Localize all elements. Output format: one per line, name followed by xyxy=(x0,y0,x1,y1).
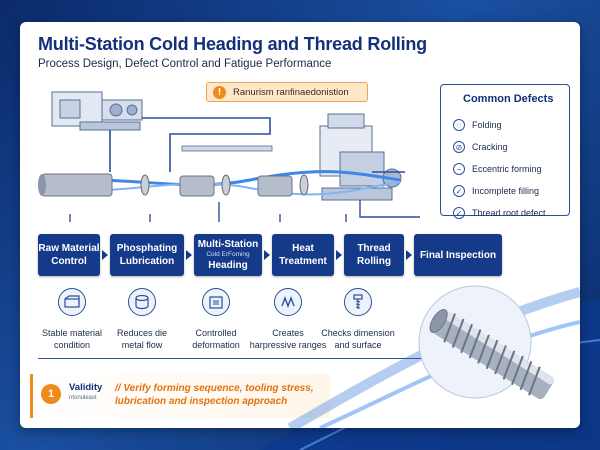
step-label: Raw Material xyxy=(38,243,100,254)
process-alert: ! Ranurism ranfinaedonistion xyxy=(206,82,368,102)
step-label: Treatment xyxy=(279,256,327,267)
threaded-bolt-icon xyxy=(287,285,580,428)
fold-icon: ◌ xyxy=(453,119,465,131)
defect-label: Incomplete filling xyxy=(472,186,540,196)
step-label: Heat xyxy=(292,243,314,254)
step-label: Thread xyxy=(357,243,391,254)
flow-line xyxy=(38,358,438,359)
defect-item: ✓ Incomplete filling xyxy=(453,180,569,202)
step-final-inspection: Final Inspection xyxy=(414,234,502,276)
page-title: Multi-Station Cold Heading and Thread Ro… xyxy=(38,34,427,54)
arrow-right-icon xyxy=(406,250,412,260)
check-circle-icon: ✓ xyxy=(453,207,465,219)
defect-item: ✓ Thread root defect xyxy=(453,202,569,224)
minus-circle-icon: − xyxy=(453,163,465,175)
validity-text: // Verify forming sequence, tooling stre… xyxy=(115,383,314,407)
common-defects-panel: Common Defects ◌ Folding ⊘ Cracking − Ec… xyxy=(440,84,570,219)
step-thread-rolling: Thread Rolling xyxy=(344,234,404,276)
infographic-card: Multi-Station Cold Heading and Thread Ro… xyxy=(20,22,580,428)
step-label: Heading xyxy=(208,260,248,271)
defect-item: ◌ Folding xyxy=(453,114,569,136)
defects-title: Common Defects xyxy=(463,93,554,105)
heading-die-icon xyxy=(202,288,230,316)
alert-text: Ranurism ranfinaedonistion xyxy=(233,86,349,98)
validity-label: Validity xyxy=(69,382,103,393)
step-label: Final Inspection xyxy=(419,249,497,261)
arrow-right-icon xyxy=(336,250,342,260)
left-machine-icon xyxy=(51,91,143,131)
validity-sublabel: ntonuleast xyxy=(69,395,97,401)
defect-item: ⊘ Cracking xyxy=(453,136,569,158)
arrow-right-icon xyxy=(102,250,108,260)
step-raw-material: Raw Material Control xyxy=(38,234,100,276)
crack-icon: ⊘ xyxy=(453,141,465,153)
warning-icon: ! xyxy=(213,85,226,99)
step-phosphating: Phosphating Lubrication xyxy=(110,234,184,276)
step-description: Checks dimension and surface xyxy=(321,328,395,350)
step-label: Control xyxy=(51,256,87,267)
defect-label: Cracking xyxy=(472,142,508,152)
step-heat-treatment: Heat Treatment xyxy=(272,234,334,276)
step-sublabel: Cold ErFoming xyxy=(206,251,250,258)
defect-label: Folding xyxy=(472,120,502,130)
page-subtitle: Process Design, Defect Control and Fatig… xyxy=(38,58,332,70)
process-illustration xyxy=(38,91,420,222)
right-machine-icon xyxy=(319,113,402,201)
screw-icon xyxy=(344,288,372,316)
arrow-right-icon xyxy=(264,250,270,260)
step-description: Controlled deformation xyxy=(192,328,240,350)
defect-label: Thread root defect xyxy=(472,208,546,218)
validity-note: 1 Validity ntonuleast // Verify forming … xyxy=(30,374,330,418)
arrow-right-icon xyxy=(186,250,192,260)
spring-coil-icon xyxy=(274,288,302,316)
process-steps: Raw Material Control Phosphating Lubrica… xyxy=(38,234,502,276)
step-description: Reduces die metal flow xyxy=(116,328,168,350)
step-heading: Multi-Station Cold ErFoming Heading xyxy=(194,234,262,276)
step-label: Rolling xyxy=(357,256,391,267)
coating-drum-icon xyxy=(128,288,156,316)
defect-label: Eccentric forming xyxy=(472,164,542,174)
step-label: Phosphating xyxy=(116,243,178,254)
step-label: Lubrication xyxy=(119,256,175,267)
step-label: Multi-Station xyxy=(197,239,259,250)
validity-number: 1 xyxy=(41,384,61,404)
defect-item: − Eccentric forming xyxy=(453,158,569,180)
step-description: Creates harpressive ranges xyxy=(249,328,327,350)
step-description: Stable material condition xyxy=(41,328,103,350)
bar-stock-icon xyxy=(58,288,86,316)
check-circle-icon: ✓ xyxy=(453,185,465,197)
